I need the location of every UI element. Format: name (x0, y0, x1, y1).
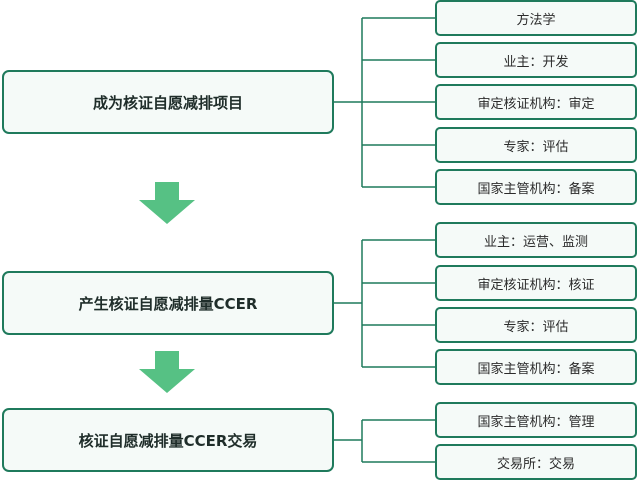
stage-3-role-1: 国家主管机构：管理 (435, 402, 637, 438)
stage-1-role-4: 专家：评估 (435, 127, 637, 163)
stage-2-role-2-label: 审定核证机构：核证 (477, 277, 595, 293)
stage-2-role-1: 业主：运营、监测 (435, 222, 637, 258)
stage-2-role-4-label: 国家主管机构：备案 (477, 361, 595, 377)
stage-1-label: 成为核证自愿减排项目 (92, 93, 243, 112)
stage-2-role-3: 专家：评估 (435, 307, 637, 343)
stage-1-role-5: 国家主管机构：备案 (435, 169, 637, 205)
stage-1-role-5-label: 国家主管机构：备案 (477, 181, 595, 197)
stage-3-role-1-label: 国家主管机构：管理 (477, 414, 595, 430)
down-arrow-icon (139, 182, 195, 224)
stage-3-box: 核证自愿减排量CCER交易 (2, 408, 334, 472)
stage-1-role-2-label: 业主：开发 (503, 54, 569, 70)
stage-2-label: 产生核证自愿减排量CCER (78, 294, 258, 313)
stage-1-role-3: 审定核证机构：审定 (435, 84, 637, 120)
stage-2-role-2: 审定核证机构：核证 (435, 265, 637, 301)
stage-1-box: 成为核证自愿减排项目 (2, 70, 334, 134)
stage-1-role-1: 方法学 (435, 0, 637, 36)
stage-2-box: 产生核证自愿减排量CCER (2, 271, 334, 335)
stage-1-role-2: 业主：开发 (435, 42, 637, 78)
stage-2-role-1-label: 业主：运营、监测 (483, 234, 588, 250)
stage-1-role-4-label: 专家：评估 (503, 139, 569, 155)
stage-2-role-4: 国家主管机构：备案 (435, 349, 637, 385)
stage-1-role-1-label: 方法学 (516, 12, 556, 28)
stage-2-role-3-label: 专家：评估 (503, 319, 569, 335)
stage-3-label: 核证自愿减排量CCER交易 (78, 431, 258, 450)
stage-1-role-3-label: 审定核证机构：审定 (477, 96, 595, 112)
stage-3-role-2-label: 交易所：交易 (496, 456, 575, 472)
stage-3-role-2: 交易所：交易 (435, 444, 637, 480)
down-arrow-icon (139, 351, 195, 393)
